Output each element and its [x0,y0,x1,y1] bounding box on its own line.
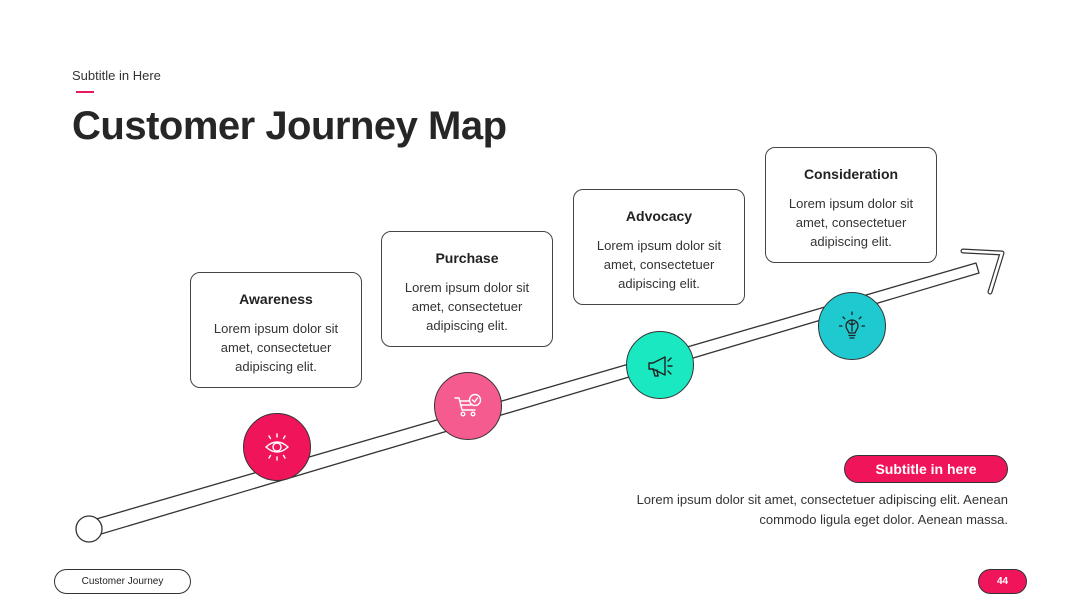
stage-description: Lorem ipsum dolor sit amet, consectetuer… [404,280,530,333]
stage-card-advocacy: Advocacy Lorem ipsum dolor sit amet, con… [573,189,745,305]
shopping-cart-check-icon [454,393,482,417]
stage-card-consideration: Consideration Lorem ipsum dolor sit amet… [765,147,937,263]
stage-title: Purchase [435,250,499,266]
stage-title: Advocacy [625,208,693,224]
stage-card-purchase: Purchase Lorem ipsum dolor sit amet, con… [381,231,553,347]
slide-subtitle: Subtitle in Here [72,68,161,83]
summary-text: Lorem ipsum dolor sit amet, consectetuer… [636,492,1008,527]
stage-title: Awareness [239,291,313,307]
accent-line [76,91,94,93]
page-title: Customer Journey Map [72,104,507,148]
page-number: 44 [978,569,1027,594]
summary-subtitle-pill: Subtitle in here [844,455,1008,483]
stage-circle-advocacy [626,331,694,399]
stage-title: Consideration [803,166,899,182]
stage-description: Lorem ipsum dolor sit amet, consectetuer… [788,196,914,249]
stage-circle-consideration [818,292,886,360]
stage-circle-purchase [434,372,502,440]
stage-description: Lorem ipsum dolor sit amet, consectetuer… [213,321,339,374]
lightbulb-brain-icon [838,311,866,339]
stage-description: Lorem ipsum dolor sit amet, consectetuer… [596,238,722,291]
footer-label: Customer Journey [54,569,191,594]
megaphone-icon [648,356,673,377]
eye-icon [264,433,290,461]
stage-circle-awareness [243,413,311,481]
stage-card-awareness: Awareness Lorem ipsum dolor sit amet, co… [190,272,362,388]
